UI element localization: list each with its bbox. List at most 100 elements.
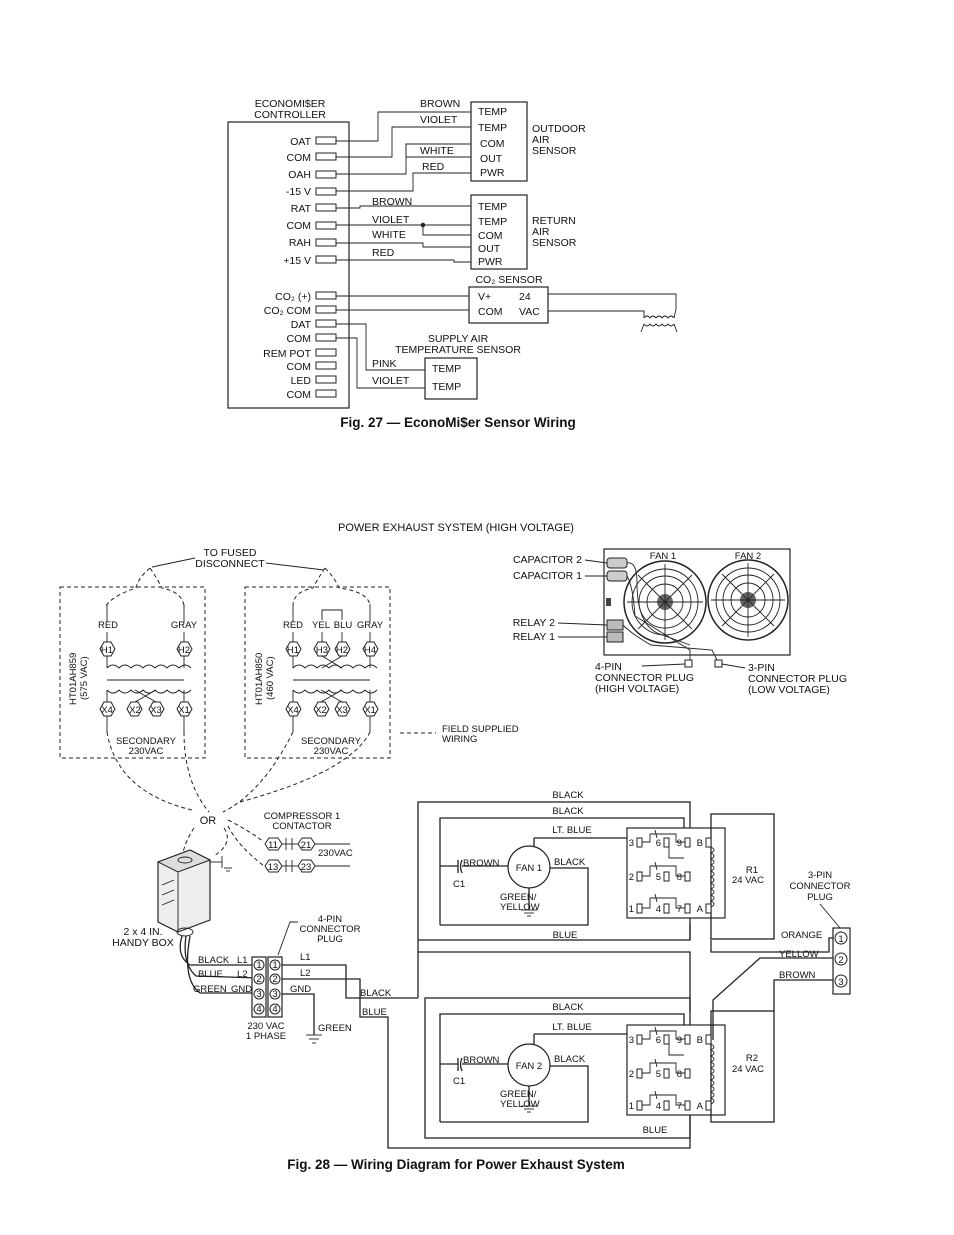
relay-pin: 8 xyxy=(677,872,682,883)
plug4-connector: 1 2 3 4 1 2 3 4 xyxy=(251,956,283,1018)
fan-assembly-illustration: FAN 1 FAN 2 xyxy=(603,548,791,668)
transformer-1-windings xyxy=(106,604,192,732)
relay-2-label: RELAY 2 xyxy=(513,617,555,629)
terminal-label: LED xyxy=(291,375,312,387)
capacitor-label: C1 xyxy=(453,1076,465,1087)
return-sensor-label: SENSOR xyxy=(532,237,577,249)
plug-pin: 1 xyxy=(256,960,261,971)
plug3-label: CONNECTOR xyxy=(789,881,850,892)
relay-pin: A xyxy=(697,1101,704,1112)
leader-lines xyxy=(151,557,325,571)
wire-label: BLUE xyxy=(198,969,223,980)
low-voltage-wires xyxy=(710,937,833,1040)
co2-wires xyxy=(336,293,677,318)
transformer-2-terminals: H1 H3 H2 H4 X4 X2 X3 X1 xyxy=(285,641,379,717)
plug-pin: 1 xyxy=(838,934,843,945)
relay-pin: 4 xyxy=(656,904,661,915)
relay-pin: 3 xyxy=(629,838,634,849)
leader-line xyxy=(819,903,841,929)
transformer-1-model: HT01AH859 xyxy=(68,653,79,705)
sensor-pin: TEMP xyxy=(432,363,461,375)
leader-line xyxy=(277,921,298,956)
sensor-pin: OUT xyxy=(480,153,503,165)
capacitor-2-label: CAPACITOR 2 xyxy=(513,554,582,566)
wire-label: PINK xyxy=(372,358,397,370)
wire-label: RED xyxy=(422,161,445,173)
plug-pin: 2 xyxy=(838,955,843,966)
relay-pin: B xyxy=(697,838,703,849)
relay-pin: 7 xyxy=(677,1101,682,1112)
outdoor-sensor-label: SENSOR xyxy=(532,145,577,157)
supply-air-sensor xyxy=(424,357,478,400)
transformer-2-model: HT01AH850 xyxy=(254,653,265,705)
fig28-caption: Fig. 28 — Wiring Diagram for Power Exhau… xyxy=(287,1157,624,1172)
terminal-label: REM POT xyxy=(263,348,311,360)
sensor-pin: OUT xyxy=(478,243,501,255)
supply-sensor-label: SUPPLY AIR xyxy=(428,333,489,345)
wire-label: RED xyxy=(283,620,303,631)
capacitor-label: C1 xyxy=(453,879,465,890)
terminal-label: H2 xyxy=(178,645,190,656)
field-wiring-label: WIRING xyxy=(442,734,477,745)
wire-label: GREEN xyxy=(318,1023,352,1034)
handy-box-label: 2 x 4 IN. xyxy=(123,926,162,938)
compressor-label: CONTACTOR xyxy=(272,821,331,832)
terminal-label: COM xyxy=(287,361,312,373)
fig27-economizer-sensor-wiring: ECONOMI$ER CONTROLLER OAT COM OAH -15 V … xyxy=(227,98,678,430)
wire-label: BLACK xyxy=(554,857,586,868)
wire-label: YEL xyxy=(312,620,330,631)
plug3-label: 3-PIN xyxy=(808,870,832,881)
main-wires xyxy=(282,964,691,1149)
relay-pin: 3 xyxy=(629,1035,634,1046)
plug4-label: PLUG xyxy=(317,934,343,945)
terminal-label: X2 xyxy=(315,705,327,716)
co2-sensor-label: CO₂ SENSOR xyxy=(475,274,543,286)
secondary-label: SECONDARY xyxy=(301,736,362,747)
terminal-label: +15 V xyxy=(283,255,311,267)
fan-2-circuit: BLACK LT. BLUE FAN 2 BROWN C1 BLACK GREE… xyxy=(424,997,775,1139)
terminal-label: H1 xyxy=(287,645,299,656)
vac-label: 230VAC xyxy=(318,848,353,859)
sensor-pin: TEMP xyxy=(478,216,507,228)
sensor-pin: COM xyxy=(478,230,503,242)
fan-2-icon xyxy=(707,559,789,641)
contactor-terminal: 11 xyxy=(268,840,278,851)
terminal-label: CO₂ COM xyxy=(264,305,311,317)
wire-label: YELLOW xyxy=(500,1099,540,1110)
line-label: L1 xyxy=(300,952,311,963)
relay-pin: 1 xyxy=(629,904,634,915)
secondary-label: 230VAC xyxy=(314,746,349,757)
terminal-label: COM xyxy=(287,152,312,164)
wire-label: YELLOW xyxy=(779,949,819,960)
relay-pin: 2 xyxy=(629,1069,634,1080)
controller-terminals: OAT COM OAH -15 V RAT COM RAH +15 V CO₂ … xyxy=(263,136,337,401)
wire-label: BLUE xyxy=(643,1125,668,1136)
terminal-label: -15 V xyxy=(286,186,311,198)
plug-pin: 1 xyxy=(272,960,277,971)
secondary-label: SECONDARY xyxy=(116,736,177,747)
fan-motor-label: FAN 1 xyxy=(516,863,542,874)
outdoor-sensor-label: OUTDOOR xyxy=(532,123,586,135)
transformer-2-model: (460 VAC) xyxy=(265,656,276,700)
contactor-terminal: 23 xyxy=(301,862,312,873)
relay-label: R1 xyxy=(746,865,758,876)
fan-1-icon xyxy=(623,560,707,644)
plug3-lv-label: CONNECTOR PLUG xyxy=(748,673,847,685)
supply-sensor-label: TEMPERATURE SENSOR xyxy=(395,344,521,356)
to-fused-label: TO FUSED xyxy=(204,547,257,559)
co2-sensor xyxy=(468,286,549,324)
fan-1-circuit: BLACK BLACK LT. BLUE FAN 1 BROWN C1 BLAC… xyxy=(417,790,775,941)
transformer-1-box xyxy=(59,586,206,759)
wire-label: BROWN xyxy=(372,196,412,208)
plug-pin: 2 xyxy=(256,974,261,985)
plug-pin: 3 xyxy=(838,977,843,988)
relay-label: 24 VAC xyxy=(732,1064,764,1075)
line-label: L1 xyxy=(237,955,248,966)
handy-box-cable xyxy=(179,935,259,994)
terminal-label: H3 xyxy=(316,645,328,656)
co2-pin: COM xyxy=(478,306,503,318)
terminal-label: OAT xyxy=(290,136,311,148)
fan-motor-label: FAN 2 xyxy=(516,1061,542,1072)
line-label: L2 xyxy=(300,968,311,979)
wire-label: WHITE xyxy=(420,145,454,157)
